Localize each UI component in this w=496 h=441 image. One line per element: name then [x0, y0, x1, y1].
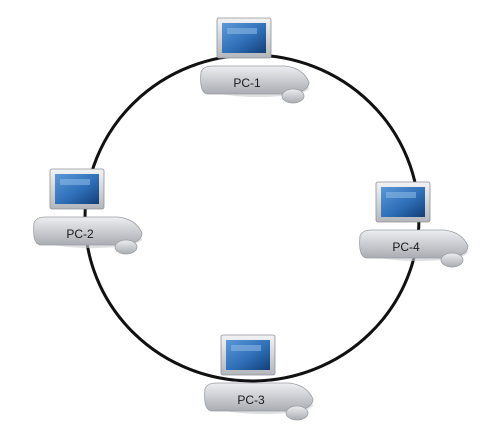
- desktop-computer-icon: [33, 168, 143, 255]
- node-pc3[interactable]: PC-3: [204, 334, 314, 421]
- node-label-pc1: PC-1: [233, 76, 261, 90]
- desktop-computer-icon: [359, 181, 469, 268]
- ring-link: [83, 53, 421, 383]
- node-label-pc2: PC-2: [66, 227, 94, 241]
- desktop-computer-icon: [200, 17, 310, 104]
- node-pc4[interactable]: PC-4: [359, 181, 469, 268]
- node-pc1[interactable]: PC-1: [200, 17, 310, 104]
- desktop-computer-icon: [204, 334, 314, 421]
- node-label-pc3: PC-3: [237, 393, 265, 407]
- node-pc2[interactable]: PC-2: [33, 168, 143, 255]
- node-label-pc4: PC-4: [392, 240, 420, 254]
